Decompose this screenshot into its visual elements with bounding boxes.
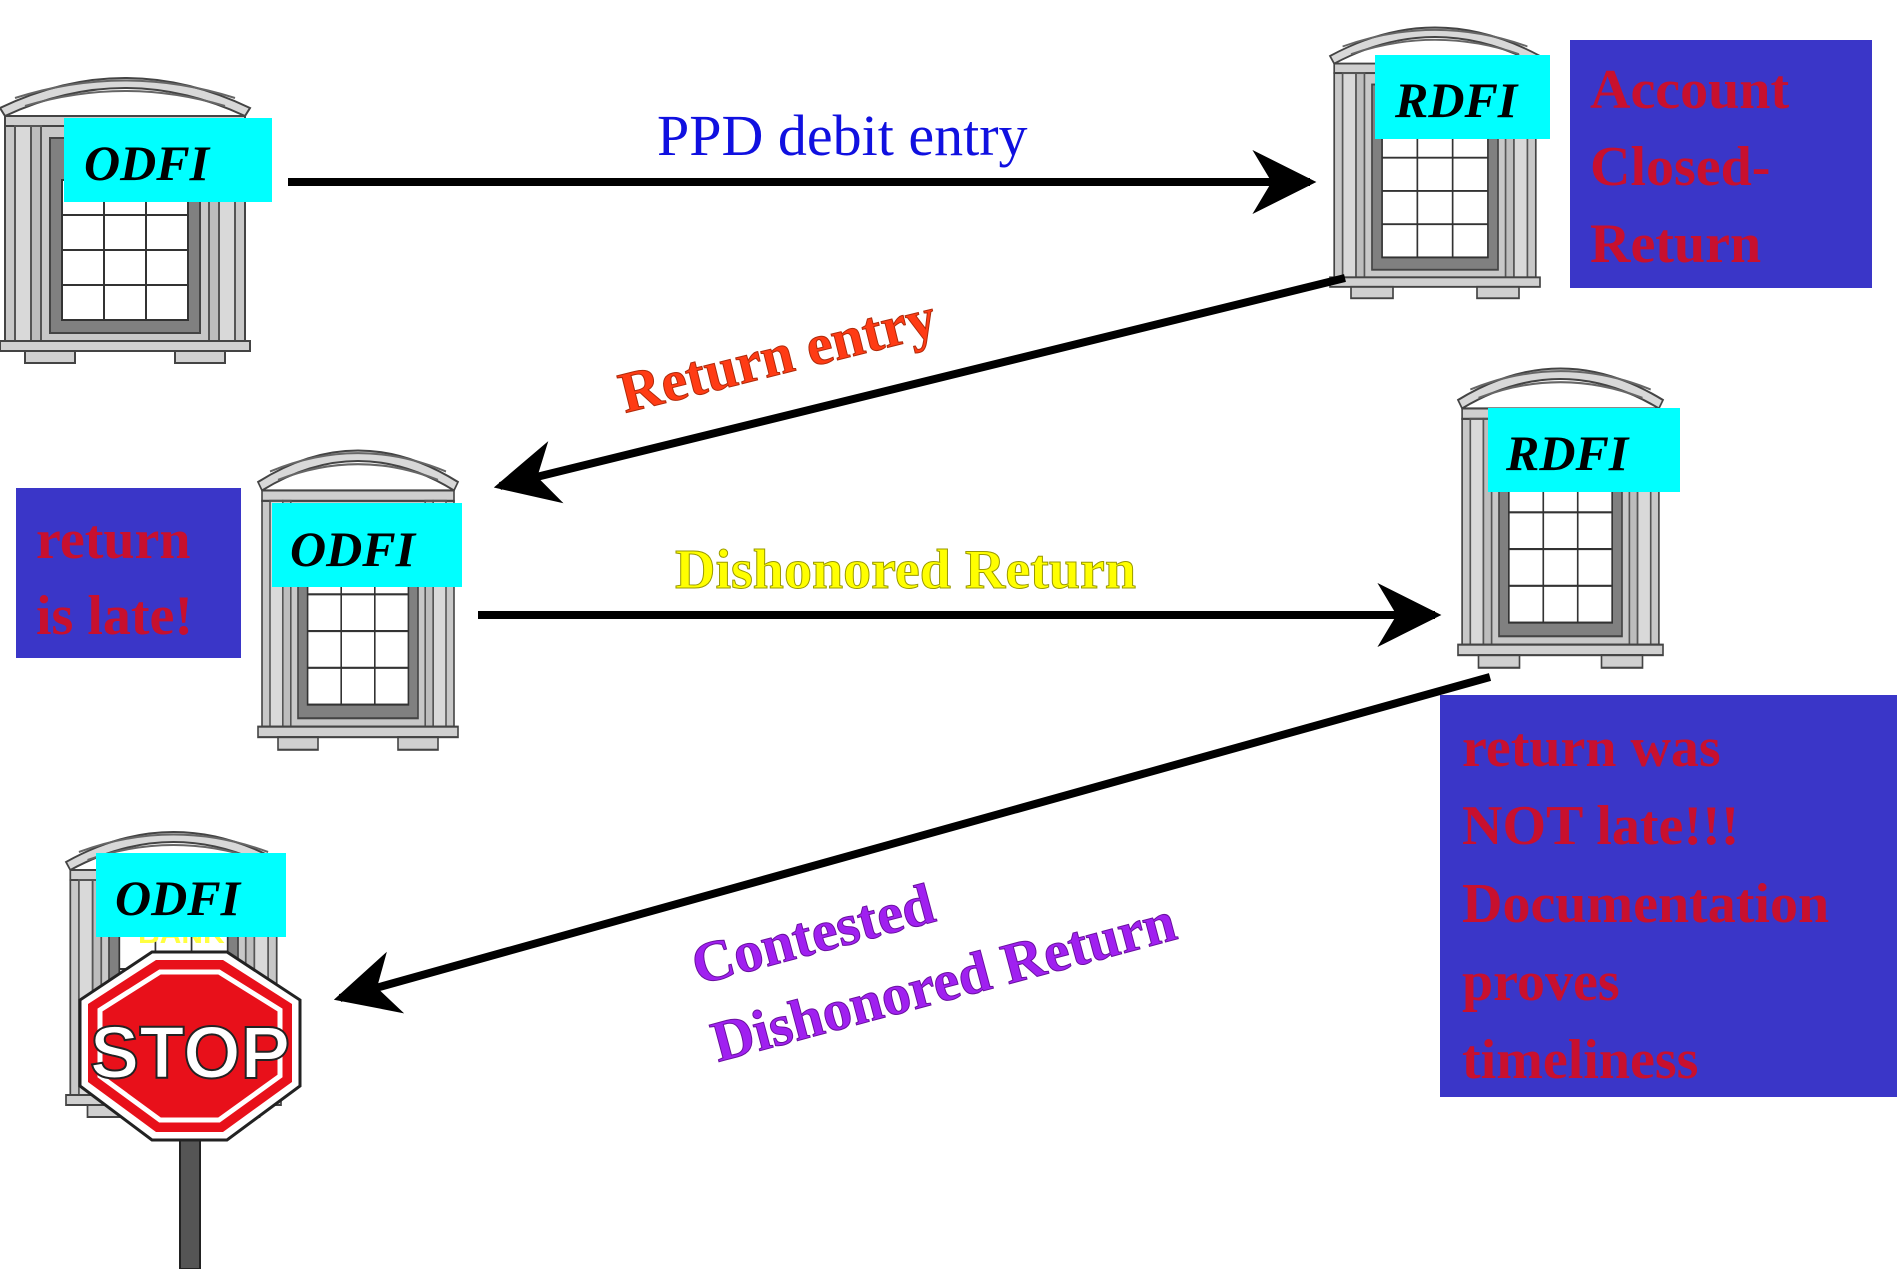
note-line: NOT late!!!: [1462, 795, 1739, 857]
odfi-label: ODFI: [84, 135, 211, 191]
rdfi-label-bg: [1488, 408, 1680, 492]
rdfi-label: RDFI: [1394, 72, 1519, 128]
account-closed-note: Account Closed- Return: [1570, 40, 1872, 288]
note-box: [1570, 40, 1872, 288]
note-line: proves: [1462, 951, 1620, 1013]
dishonored-return-label: Dishonored Return: [675, 539, 1136, 601]
dishonored-return-arrow: Dishonored Return: [478, 539, 1442, 647]
note-line: return: [36, 509, 191, 571]
rdfi-bank-2: RDFI: [1456, 367, 1680, 669]
return-late-note: return is late!: [16, 488, 241, 658]
rdfi-label: RDFI: [1505, 425, 1630, 481]
odfi-bank-1: ODFI: [0, 77, 272, 364]
note-line: Return: [1590, 213, 1761, 275]
odfi-label-bg: [96, 853, 286, 937]
odfi-label: ODFI: [115, 870, 242, 926]
return-entry-arrow: Return entry: [493, 274, 1346, 504]
not-late-note: return was NOT late!!! Documentation pro…: [1440, 695, 1897, 1097]
return-entry-label: Return entry: [612, 284, 942, 425]
odfi-label: ODFI: [290, 521, 417, 577]
note-line: Closed-: [1590, 136, 1770, 198]
bank-building-icon: [256, 449, 460, 751]
note-line: return was: [1462, 717, 1721, 779]
ppd-debit-label: PPD debit entry: [657, 103, 1028, 168]
stop-sign-label: STOP: [90, 1011, 290, 1094]
note-box: [16, 488, 241, 658]
note-box: [1440, 695, 1897, 1097]
note-line: Account: [1590, 59, 1789, 121]
odfi-label-bg: [64, 118, 272, 202]
arrow-line: [493, 274, 1346, 504]
ppd-debit-arrow: PPD debit entry: [288, 103, 1317, 214]
odfi-label-bg: [272, 503, 462, 587]
stop-sign-icon: STOP: [78, 950, 302, 1142]
note-line: Documentation: [1462, 873, 1829, 935]
odfi-bank-3: BANK ODFI STOP: [65, 831, 302, 1269]
arrow-line: [333, 673, 1492, 1014]
stop-sign-pole: [179, 1129, 201, 1269]
note-line: is late!: [36, 585, 193, 647]
rdfi-bank-1: RDFI: [1329, 26, 1550, 300]
contested-arrow: Contested Dishonored Return: [333, 673, 1492, 1075]
note-line: timeliness: [1462, 1029, 1698, 1091]
odfi-bank-2: ODFI: [256, 449, 462, 751]
rdfi-label-bg: [1375, 55, 1550, 139]
